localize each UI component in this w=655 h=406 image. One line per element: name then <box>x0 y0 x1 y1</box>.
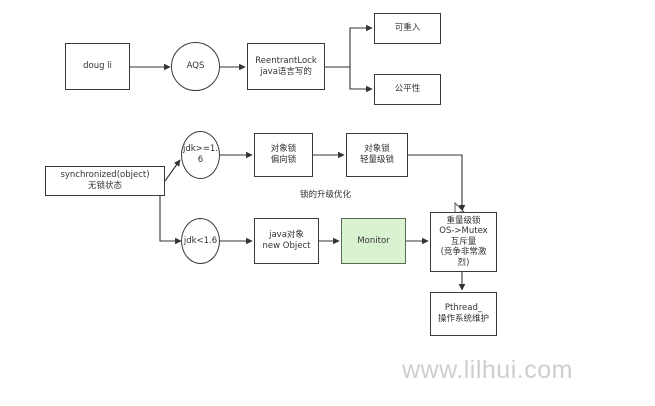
lightweight-lock-line2: 轻量级锁 <box>359 155 394 165</box>
heavyweight-line2: OS->Mutex <box>439 226 488 237</box>
synchronized-title: synchronized(object) <box>60 170 150 180</box>
watermark: www.lilhui.com <box>402 356 573 384</box>
heavyweight-lock-node: 重量级锁 OS->Mutex 互斥量 (竞争非常激 烈) <box>430 212 497 272</box>
reentrantlock-subtitle: java语言写的 <box>260 66 312 77</box>
arrow-reentrantlock-reentrant <box>325 24 373 68</box>
jdk-old-label: jdk<1.6 <box>183 235 218 246</box>
heavyweight-line1: 重量级锁 <box>446 215 481 226</box>
reentrant-label: 可重入 <box>394 23 421 33</box>
fairness-node: 公平性 <box>374 74 441 105</box>
biased-lock-line1: 对象锁 <box>270 144 297 154</box>
lock-upgrade-label: 锁的升级优化 <box>300 190 352 200</box>
reentrantlock-node: ReentrantLock java语言写的 <box>247 43 325 90</box>
jdk-old-node: jdk<1.6 <box>181 218 220 264</box>
java-object-node: java对象 new Object <box>254 218 319 264</box>
heavyweight-line4: (竞争非常激 <box>440 247 487 258</box>
jdk-new-line2: 6 <box>197 155 204 165</box>
lightweight-lock-node: 对象锁 轻量级锁 <box>346 133 408 177</box>
heavyweight-line5: 烈) <box>457 257 470 268</box>
fairness-label: 公平性 <box>394 84 421 94</box>
biased-lock-node: 对象锁 偏向锁 <box>254 133 313 177</box>
doug-li-node: doug li <box>65 43 130 90</box>
heavyweight-line3: 互斥量 <box>450 236 477 247</box>
synchronized-node: synchronized(object) 无锁状态 <box>45 166 165 196</box>
aqs-label: AQS <box>186 61 205 71</box>
arrow-reentrantlock-fair <box>349 67 373 93</box>
doug-li-label: doug li <box>83 61 112 71</box>
arrow-light-heavy <box>408 154 466 212</box>
aqs-node: AQS <box>171 42 220 91</box>
biased-lock-line2: 偏向锁 <box>270 155 297 165</box>
pthread-node: Pthread_ 操作系统维护 <box>430 292 497 336</box>
pthread-line1: Pthread_ <box>444 303 483 313</box>
lightweight-lock-line1: 对象锁 <box>364 144 390 154</box>
arrow-sync-jdk-new <box>164 159 181 182</box>
jdk-new-node: jdk>=1. 6 <box>181 131 220 179</box>
monitor-label: Monitor <box>357 235 390 246</box>
java-object-line1: java对象 <box>269 230 304 240</box>
reentrantlock-title: ReentrantLock <box>255 55 317 66</box>
jdk-new-line1: jdk>=1. <box>182 144 219 154</box>
pthread-line2: 操作系统维护 <box>437 314 489 324</box>
java-object-line2: new Object <box>262 241 311 251</box>
synchronized-subtitle: 无锁状态 <box>87 181 122 191</box>
reentrant-node: 可重入 <box>374 13 441 44</box>
monitor-node: Monitor <box>341 218 406 264</box>
arrow-sync-jdk-old <box>159 181 182 245</box>
